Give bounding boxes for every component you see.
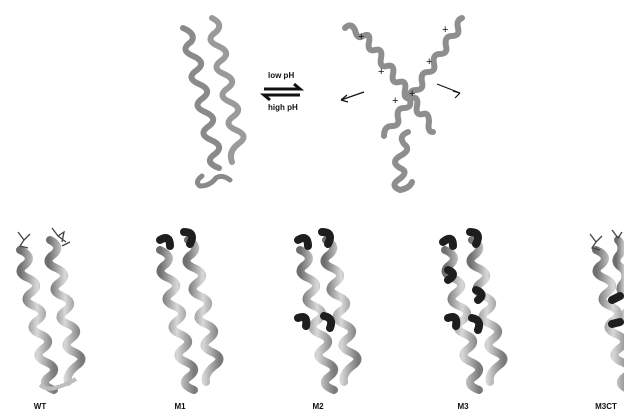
wt-side-chains xyxy=(18,228,70,248)
v-bottom-stem xyxy=(394,132,412,190)
charge-mark-4: + xyxy=(426,56,432,68)
reverse-arrow xyxy=(264,95,300,100)
charge-mark-3: + xyxy=(378,66,384,78)
variant-m2-structure xyxy=(298,232,358,390)
variant-m1-structure xyxy=(160,232,220,390)
variant-label-m1: M1 xyxy=(174,402,185,411)
hairpin-left-strand xyxy=(183,28,219,168)
variant-label-m2: M2 xyxy=(312,402,323,411)
charge-mark-6: + xyxy=(409,88,415,100)
variant-wt-structure xyxy=(18,228,82,390)
variant-m3ct-structure xyxy=(590,230,624,390)
charge-mark-1: + xyxy=(358,31,364,43)
variant-label-wt: WT xyxy=(34,402,46,411)
forward-arrow xyxy=(264,84,300,89)
closed-hairpin-helix xyxy=(183,18,244,186)
high-ph-label: high pH xyxy=(268,103,298,112)
open-v-helices xyxy=(341,18,462,190)
variant-label-m3ct: M3CT xyxy=(595,402,617,411)
hairpin-loop xyxy=(197,176,230,186)
variant-label-m3: M3 xyxy=(457,402,468,411)
low-ph-label: low pH xyxy=(268,71,294,80)
equilibrium-arrows xyxy=(264,84,300,100)
left-separation-arrow xyxy=(341,92,364,102)
variant-m3-structure xyxy=(443,232,504,390)
right-separation-arrow xyxy=(437,84,460,98)
v-right-arm xyxy=(384,18,462,136)
charge-mark-5: + xyxy=(392,95,398,107)
charge-mark-2: + xyxy=(442,24,448,36)
